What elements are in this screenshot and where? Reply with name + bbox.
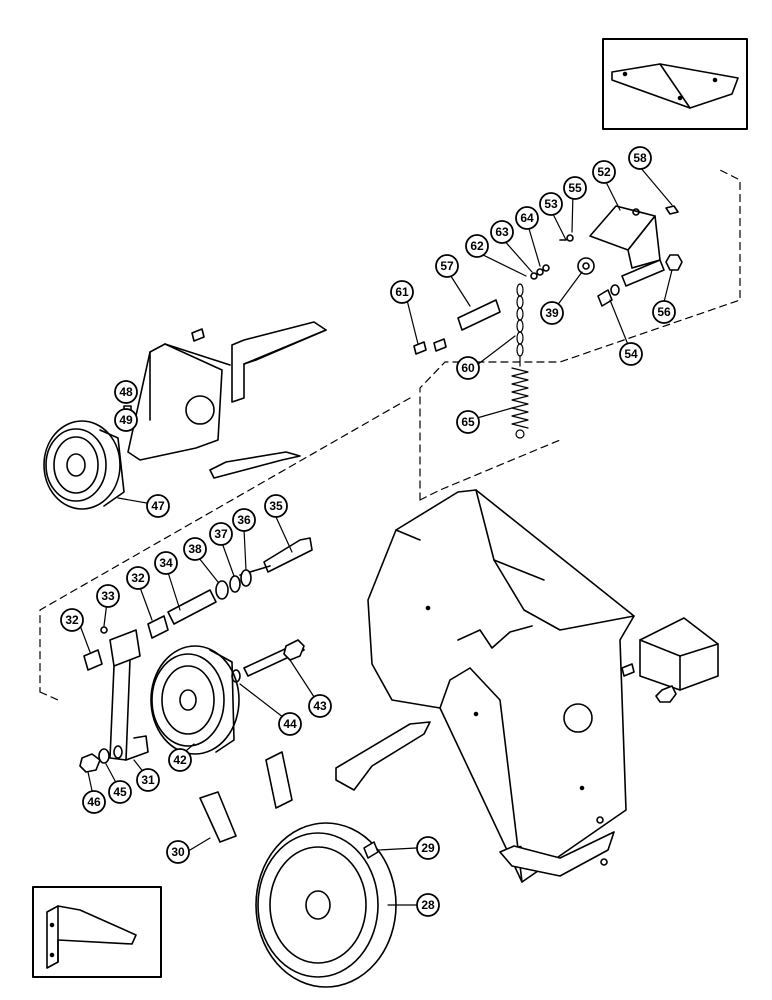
shield-panel xyxy=(367,489,635,883)
callout-30: 30 xyxy=(171,845,185,859)
callout-57: 57 xyxy=(440,259,454,273)
callout-53: 53 xyxy=(544,197,558,211)
callout-44: 44 xyxy=(283,717,297,731)
callout-38: 38 xyxy=(188,542,202,556)
chain-and-spring xyxy=(511,283,529,439)
callout-62: 62 xyxy=(470,239,484,253)
callout-45: 45 xyxy=(113,785,127,799)
callout-60: 60 xyxy=(461,361,475,375)
mounting-bracket-upper xyxy=(127,321,327,479)
callout-33: 33 xyxy=(101,589,115,603)
callout-58: 58 xyxy=(633,151,647,165)
callout-36: 36 xyxy=(237,513,251,527)
callout-49: 49 xyxy=(119,413,133,427)
callout-bubbles xyxy=(60,146,676,917)
callout-61: 61 xyxy=(395,285,409,299)
callout-29: 29 xyxy=(421,841,435,855)
pulley-28 xyxy=(255,822,397,988)
callout-52: 52 xyxy=(597,165,611,179)
callout-63: 63 xyxy=(495,225,509,239)
inset-top-right xyxy=(602,38,748,130)
support-pieces xyxy=(199,721,615,877)
callout-31: 31 xyxy=(141,773,155,787)
bracket-57 xyxy=(413,299,501,355)
pulley-42 xyxy=(150,639,305,755)
callout-65: 65 xyxy=(461,415,475,429)
callout-64: 64 xyxy=(520,211,534,225)
callout-46: 46 xyxy=(87,795,101,809)
right-mount-bracket xyxy=(621,617,719,703)
callout-42: 42 xyxy=(173,753,187,767)
dashed-outlines xyxy=(39,169,741,701)
pulley-47 xyxy=(43,388,134,510)
callout-37: 37 xyxy=(214,527,228,541)
shaft-assembly xyxy=(79,537,313,773)
callout-32: 32 xyxy=(131,571,145,585)
callout-39: 39 xyxy=(545,306,559,320)
callout-48: 48 xyxy=(119,385,133,399)
callout-47: 47 xyxy=(151,499,165,513)
callout-55: 55 xyxy=(568,181,582,195)
callout-35: 35 xyxy=(269,499,283,513)
upper-bracket-assembly xyxy=(530,205,683,307)
callout-34: 34 xyxy=(159,556,173,570)
callout-56: 56 xyxy=(657,305,671,319)
callout-43: 43 xyxy=(313,699,327,713)
callout-28: 28 xyxy=(421,898,435,912)
callout-54: 54 xyxy=(624,347,638,361)
inset-bottom-left xyxy=(32,886,162,978)
callout-32: 32 xyxy=(65,613,79,627)
